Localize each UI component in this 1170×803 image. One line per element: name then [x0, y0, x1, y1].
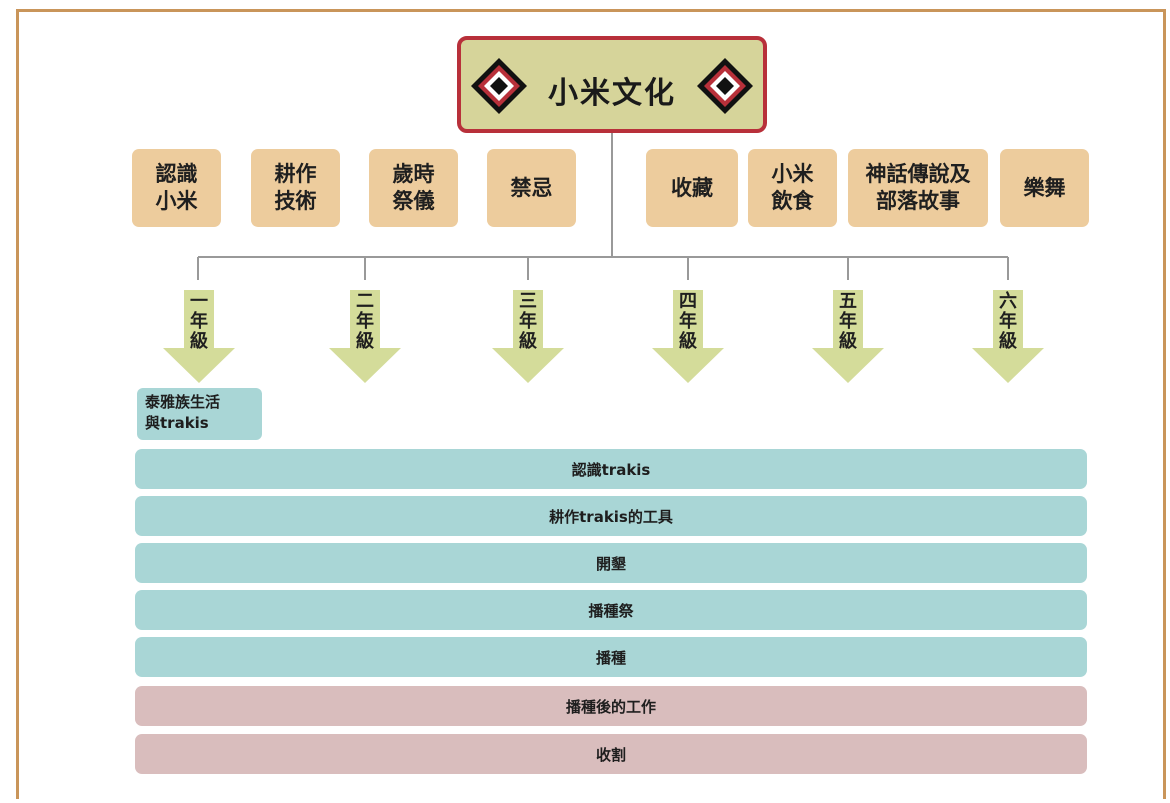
page-title: 小米文化: [548, 76, 676, 111]
topic-box-5: 收藏: [646, 149, 738, 227]
topic-box-4: 禁忌: [487, 149, 576, 227]
grade-label-5: 五年級: [839, 291, 857, 352]
unit-bar-2: 耕作trakis的工具: [135, 496, 1087, 536]
topic-box-7: 神話傳說及 部落故事: [848, 149, 988, 227]
unit-bar-1: 認識trakis: [135, 449, 1087, 489]
unit-bar-5: 播種: [135, 637, 1087, 677]
stage-label-box: 泰雅族生活 與trakis: [137, 388, 262, 440]
unit-bar-3: 開墾: [135, 543, 1087, 583]
grade-arrow-2: [329, 290, 401, 383]
topic-box-8: 樂舞: [1000, 149, 1089, 227]
grade-label-6: 六年級: [999, 291, 1017, 352]
unit-bar-4: 播種祭: [135, 590, 1087, 630]
grade-arrow-4: [652, 290, 724, 383]
topic-box-6: 小米 飲食: [748, 149, 837, 227]
grade-arrow-3: [492, 290, 564, 383]
topic-box-3: 歲時 祭儀: [369, 149, 458, 227]
diamond-pattern-icon: [697, 58, 753, 114]
grade-label-4: 四年級: [679, 291, 697, 352]
grade-label-1: 一年級: [190, 291, 208, 352]
unit-bar-7: 收割: [135, 734, 1087, 774]
topic-box-2: 耕作 技術: [251, 149, 340, 227]
grade-label-2: 二年級: [356, 291, 374, 352]
diamond-pattern-icon: [471, 58, 527, 114]
main-title-box: 小米文化: [457, 36, 767, 133]
grade-arrow-6: [972, 290, 1044, 383]
grade-label-3: 三年級: [519, 291, 537, 352]
unit-bar-6: 播種後的工作: [135, 686, 1087, 726]
grade-arrow-5: [812, 290, 884, 383]
topic-box-1: 認識 小米: [132, 149, 221, 227]
grade-arrow-1: [163, 290, 235, 383]
